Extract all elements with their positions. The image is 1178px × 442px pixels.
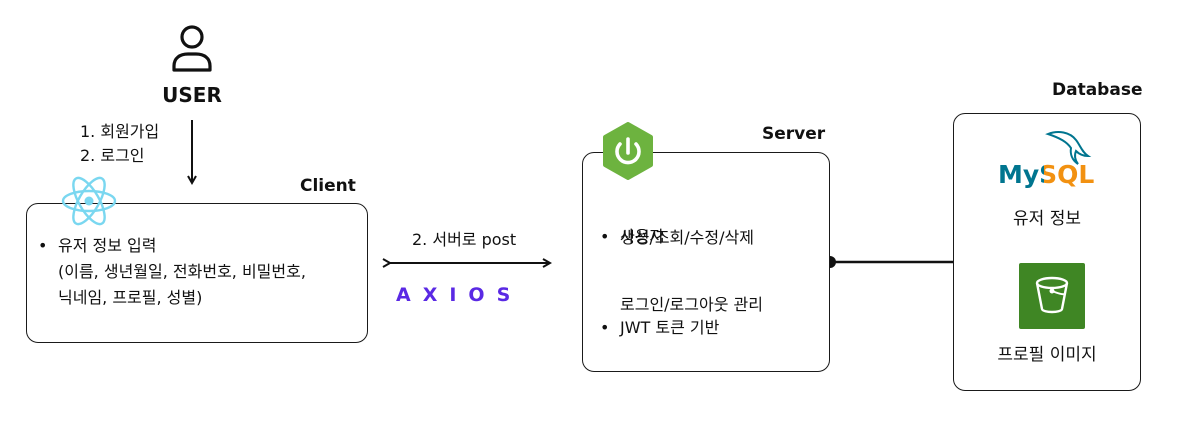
- react-icon: [61, 176, 117, 226]
- client-title: Client: [300, 176, 356, 196]
- axios-logo: AXIOS: [396, 284, 536, 310]
- server-item-user: 사용자: [598, 225, 1178, 249]
- mysql-caption: 유저 정보: [1013, 209, 1081, 229]
- mysql-icon: MySQL: [998, 128, 1098, 194]
- server-title: Server: [762, 124, 826, 144]
- client-bullet-input: 유저 정보 입력: [36, 234, 1178, 258]
- step-signup: 1. 회원가입: [80, 122, 160, 141]
- storage-caption: 프로필 이미지: [997, 345, 1097, 365]
- client-fields-line2: 닉네임, 프로필, 성별): [58, 288, 203, 307]
- mysql-wordmark: MySQL: [998, 160, 1094, 190]
- user-label: USER: [162, 83, 222, 107]
- server-item-auth: 로그인/로그아웃 관리: [620, 295, 763, 314]
- client-fields-line1: (이름, 생년월일, 전화번호, 비밀번호,: [58, 262, 306, 281]
- database-box: [953, 113, 1141, 391]
- user-icon: [172, 25, 212, 72]
- server-item-user-crud: 생성/조회/수정/삭제: [620, 228, 754, 247]
- axios-wordmark: AXIOS: [396, 284, 523, 306]
- client-box: [26, 203, 368, 343]
- database-title: Database: [1052, 80, 1143, 100]
- mysql-logo-text: MySQL: [998, 160, 1095, 189]
- step-login: 2. 로그인: [80, 146, 145, 165]
- mysql-dolphin: [1045, 131, 1092, 165]
- post-label: 2. 서버로 post: [412, 230, 517, 249]
- server-item-jwt: JWT 토큰 기반: [598, 316, 1178, 340]
- spring-icon: [603, 122, 653, 180]
- s3-bucket-icon: [1019, 263, 1085, 329]
